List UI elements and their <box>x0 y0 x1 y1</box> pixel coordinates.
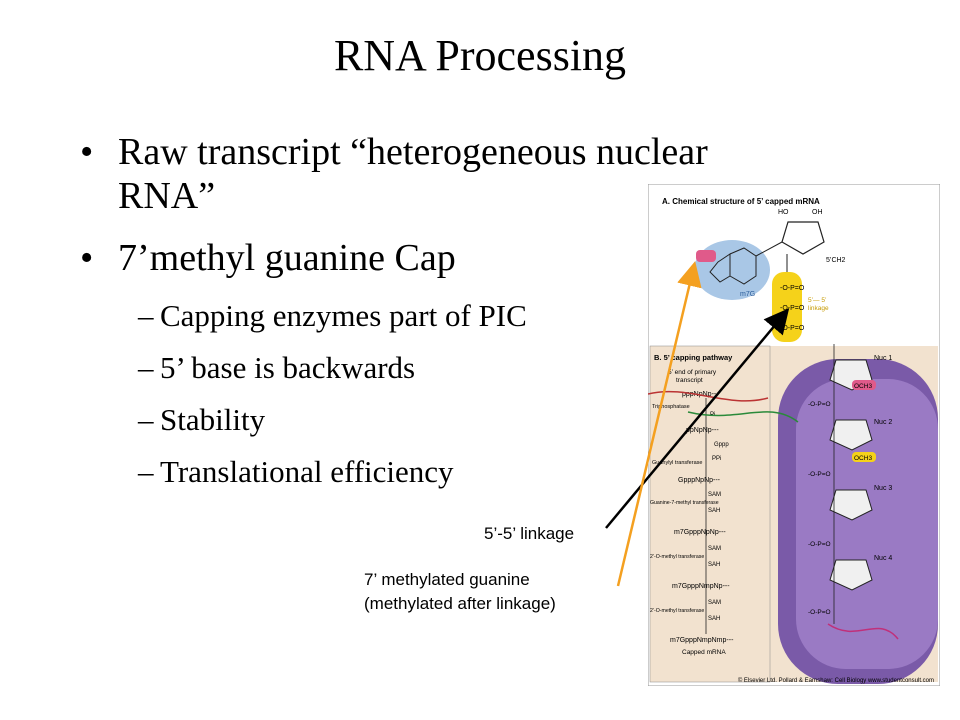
ribose-cap <box>781 221 825 255</box>
callout-linkage: 5’-5’ linkage <box>484 524 575 543</box>
phosphate-3: -O-P=O <box>780 325 805 332</box>
subbullet-item: – Stability <box>80 402 840 438</box>
subbullet-marker: – <box>138 350 154 385</box>
phosphate-chain-1: -O-P=O <box>808 401 831 408</box>
nucleus-inner <box>796 379 938 669</box>
phosphate-chain-4: -O-P=O <box>808 609 831 616</box>
enzyme-guanine-methyl: Guanine-7-methyl transferase <box>650 500 719 506</box>
phosphate-1: -O-P=O <box>780 285 805 292</box>
label-nuc1: Nuc 1 <box>874 355 892 362</box>
phosphate-2: -O-P=O <box>780 305 805 312</box>
slide-title: RNA Processing <box>333 31 627 80</box>
bullet-marker: • <box>80 237 94 279</box>
panel-a-title: A. Chemical structure of 5’ capped mRNA <box>662 197 820 206</box>
step-primary-2: transcript <box>676 377 703 384</box>
label-nuc4: Nuc 4 <box>874 555 892 562</box>
subbullet-text: 5’ base is backwards <box>160 350 416 385</box>
label-ch2: 5’CH2 <box>826 257 846 264</box>
label-sah-3: SAH <box>708 616 720 622</box>
label-ho: HO <box>778 209 789 216</box>
ribose-nuc3 <box>829 489 873 521</box>
rna-strand-magenta <box>827 623 899 640</box>
bullet-text: 7’methyl guanine Cap <box>118 237 456 279</box>
phosphate-chain-2: -O-P=O <box>808 471 831 478</box>
subbullet-text: Capping enzymes part of PIC <box>160 298 527 333</box>
ribose-nuc4 <box>829 559 873 591</box>
enzyme-guanylyl: Guanylyl transferase <box>652 460 702 466</box>
panel-b-title: B. 5’ capping pathway <box>654 353 733 362</box>
bullet-text-line: RNA” <box>118 175 216 217</box>
subbullet-marker: – <box>138 454 154 489</box>
label-gppp: Gppp <box>714 442 729 448</box>
bullet-item: • Raw transcript “heterogeneous nuclear … <box>80 130 840 218</box>
guanine-ring-five <box>709 253 731 283</box>
step-primary: 5’ end of primary <box>668 369 717 376</box>
phosphate-chain-3: -O-P=O <box>808 541 831 548</box>
callout-guanine-line1: 7’ methylated guanine <box>364 570 530 589</box>
label-sah-2: SAH <box>708 562 720 568</box>
capping-figure: A. Chemical structure of 5’ capped mRNA … <box>648 184 940 686</box>
subbullet-text: Stability <box>160 402 266 437</box>
och3-highlight-1 <box>852 380 876 390</box>
row-4: m7GpppNpNp--- <box>674 529 726 536</box>
bullet-marker: • <box>80 131 94 173</box>
och3-highlight-2 <box>852 452 876 462</box>
label-sam-1: SAM <box>708 492 721 498</box>
row-5: m7GpppNmpNp--- <box>672 583 730 590</box>
label-och3-1: OCH3 <box>854 383 872 390</box>
row-3: GpppNpNp--- <box>678 477 721 484</box>
subbullet-marker: – <box>138 298 154 333</box>
label-ppi: PPi <box>712 456 721 462</box>
enzyme-triphosphatase: Triphosphatase <box>652 404 690 410</box>
row-6: m7GpppNmpNmp--- <box>670 637 734 644</box>
m7g-label: m7G <box>740 291 755 298</box>
callout-guanine: 7’ methylated guanine (methylated after … <box>364 568 556 616</box>
m7g-blob <box>694 240 770 300</box>
bullet-list: • Raw transcript “heterogeneous nuclear … <box>80 130 840 506</box>
bullet-text-line: Raw transcript “heterogeneous nuclear <box>118 131 708 173</box>
capped-mrna: Capped mRNA <box>682 649 726 656</box>
label-och3-2: OCH3 <box>854 455 872 462</box>
ribose-nuc2 <box>829 419 873 451</box>
subbullet-item: – Translational efficiency <box>80 454 840 490</box>
bullet-item: • 7’methyl guanine Cap <box>80 236 840 280</box>
enzyme-ome-2: 2’-O-methyl transferase <box>650 608 704 614</box>
methyl-highlight <box>696 250 716 262</box>
subbullet-item: – Capping enzymes part of PIC <box>80 298 840 334</box>
label-nuc2: Nuc 2 <box>874 419 892 426</box>
linkage-label-1: 5’— 5’ <box>808 297 827 304</box>
subbullet-item: – 5’ base is backwards <box>80 350 840 386</box>
label-sah-1: SAH <box>708 508 720 514</box>
label-sam-2: SAM <box>708 546 721 552</box>
label-nuc3: Nuc 3 <box>874 485 892 492</box>
linkage-label-2: linkage <box>808 305 829 312</box>
copyright: © Elsevier Ltd. Pollard & Earnshaw: Cell… <box>738 677 934 684</box>
subbullet-text: Translational efficiency <box>160 454 454 489</box>
label-sam-3: SAM <box>708 600 721 606</box>
subbullet-marker: – <box>138 402 154 437</box>
callout-guanine-line2: (methylated after linkage) <box>364 594 556 613</box>
label-oh: OH <box>812 209 823 216</box>
enzyme-ome-1: 2’-O-methyl transferase <box>650 554 704 560</box>
row-2: ppNpNp--- <box>686 427 719 434</box>
